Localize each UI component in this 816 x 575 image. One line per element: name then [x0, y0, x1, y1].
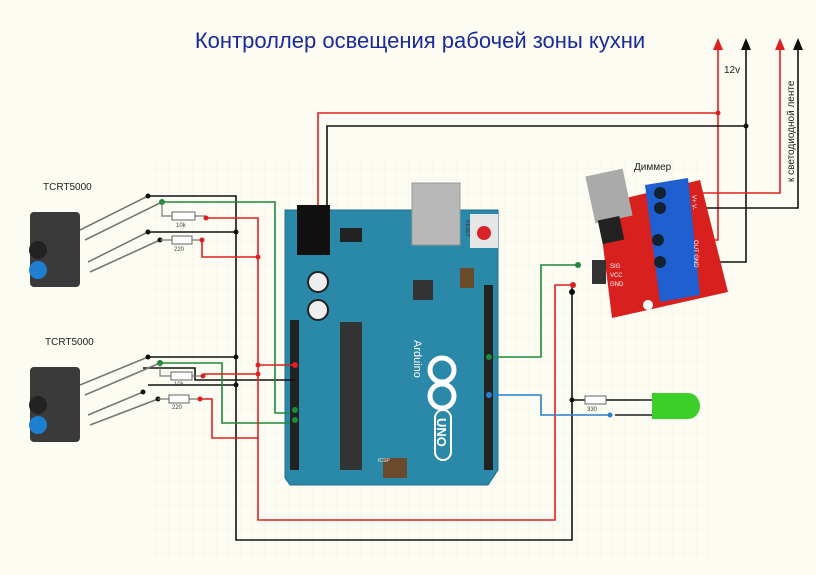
sensor-1: TCRT5000 10k 220: [29, 182, 209, 287]
svg-text:V+ V-: V+ V-: [690, 195, 696, 210]
arrow-up-icon: [713, 38, 723, 50]
power-label: 12v: [724, 65, 740, 76]
svg-text:Arduino: Arduino: [411, 340, 423, 378]
sensor-2: TCRT5000 10k 220: [29, 337, 206, 442]
sensor-label: TCRT5000: [45, 337, 94, 348]
svg-text:ICSP: ICSP: [378, 458, 390, 464]
dimmer-module: Диммер SIG VCC GND V+ V- OUT GND: [585, 162, 728, 318]
capacitor: [307, 299, 329, 321]
mosfet-heatsink: [585, 168, 633, 224]
arrow-up-icon: [793, 38, 803, 50]
arrow-up-icon: [775, 38, 785, 50]
svg-text:220: 220: [174, 247, 185, 253]
svg-text:330: 330: [587, 407, 598, 413]
arduino-uno-board: RESET Arduino UNO ICSP: [284, 182, 499, 486]
resistor: [170, 371, 193, 381]
svg-text:10k: 10k: [176, 223, 187, 229]
arrow-up-icon: [741, 38, 751, 50]
svg-text:220: 220: [172, 405, 183, 411]
reset-button[interactable]: [477, 226, 491, 240]
green-led: [652, 393, 700, 419]
power-jack: [297, 205, 330, 255]
svg-text:UNO: UNO: [434, 418, 449, 447]
pin-header: [592, 260, 606, 284]
svg-text:SIG: SIG: [610, 264, 621, 270]
regulator: [340, 228, 362, 242]
led-indicator: 330: [584, 393, 700, 419]
sensor-label: TCRT5000: [43, 182, 92, 193]
usb-port: [411, 182, 461, 246]
wires: [143, 195, 640, 541]
dimmer-label: Диммер: [634, 162, 672, 173]
svg-text:VCC: VCC: [610, 273, 623, 279]
resistor: [584, 395, 607, 405]
diagram-title: Контроллер освещения рабочей зоны кухни: [195, 28, 645, 53]
left-header: [290, 320, 299, 470]
capacitor: [307, 271, 329, 293]
svg-text:10k: 10k: [174, 382, 185, 388]
svg-text:GND: GND: [610, 282, 624, 288]
svg-text:RESET: RESET: [464, 220, 470, 237]
svg-text:OUT GND: OUT GND: [692, 240, 698, 268]
resistor: [168, 394, 190, 404]
resistor: [171, 235, 193, 245]
strip-label: к светодиодной ленте: [786, 80, 797, 182]
microcontroller-chip: [340, 322, 362, 470]
resistor: [171, 211, 196, 221]
right-header: [484, 285, 493, 470]
